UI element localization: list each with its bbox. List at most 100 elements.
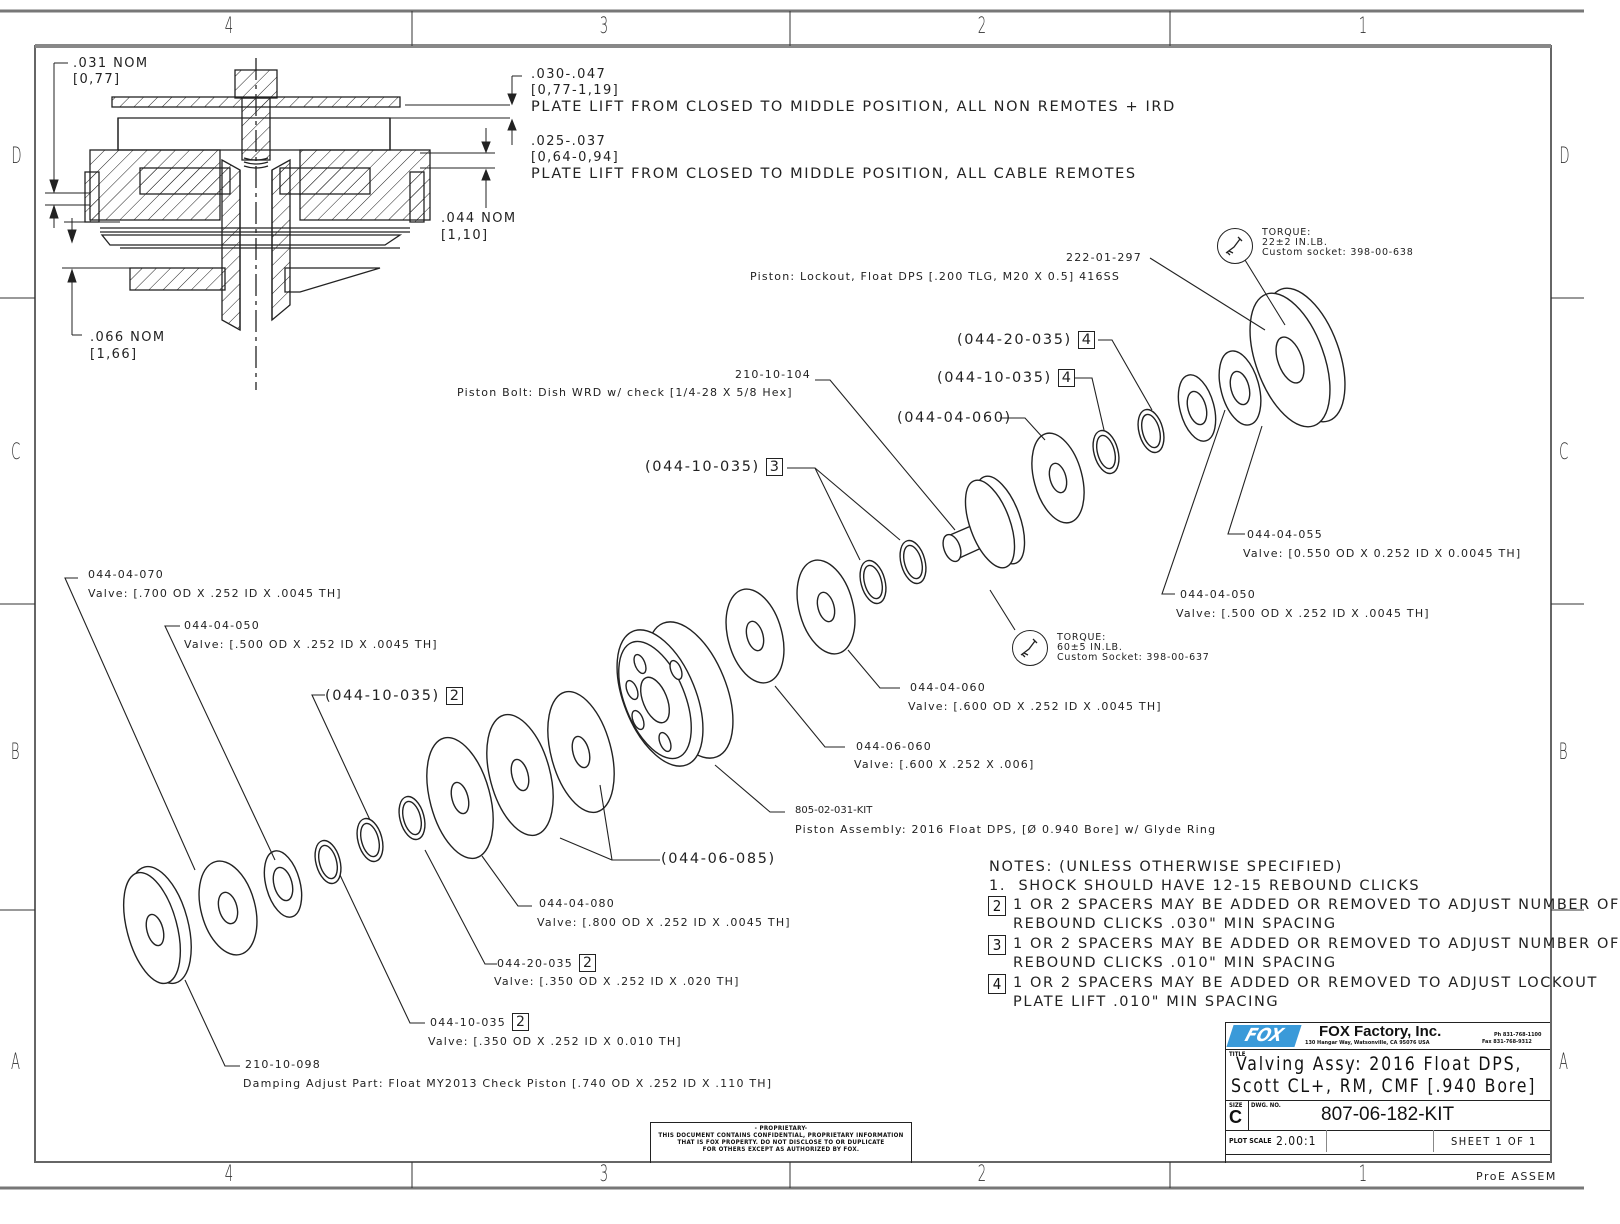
sheet-number: SHEET 1 OF 1 <box>1451 1135 1537 1148</box>
company-phone: Ph 831-768-1100 <box>1494 1032 1542 1038</box>
wrench-hand-icon <box>1225 236 1243 256</box>
torque-top-value: 22±2 IN.LB. <box>1262 237 1328 248</box>
torque-top-text: TORQUE: 22±2 IN.LB. Custom socket: 398-0… <box>1262 228 1414 258</box>
torque-top-label: TORQUE: <box>1262 227 1312 238</box>
callout-044-06-060-part: 044-06-060 <box>856 740 932 753</box>
part-number: (044-20-035) <box>957 332 1072 348</box>
callout-044-20-035-desc: Valve: [.350 OD X .252 ID X .020 TH] <box>494 975 740 988</box>
callout-044-06-085: (044-06-085) <box>661 851 776 867</box>
title-label: TITLE <box>1229 1051 1246 1058</box>
callout-044-20-035-part: 044-20-035 2 <box>497 954 596 972</box>
note-flag: 2 <box>445 687 464 705</box>
proprietary-line: - PROPRIETARY- <box>754 1125 808 1132</box>
plate-lift-nonremote-value: .030-.047 <box>531 67 607 82</box>
callout-044-10-035-note4: (044-10-035) 4 <box>937 369 1076 387</box>
zone-top-2: 2 <box>977 14 987 39</box>
callout-210-10-098-part: 210-10-098 <box>245 1058 321 1071</box>
callout-044-04-070-part: 044-04-070 <box>88 568 164 581</box>
part-number: (044-10-035) <box>325 688 440 704</box>
plate-lift-cable-metric: [0,64-0,94] <box>531 150 620 165</box>
zone-left-C: C <box>11 440 21 465</box>
cad-source: ProE ASSEM <box>1476 1170 1557 1183</box>
dim-044-value: .044 NOM <box>441 211 517 226</box>
torque-mid-value: 60±5 IN.LB. <box>1057 642 1123 653</box>
callout-044-04-055-part: 044-04-055 <box>1247 528 1323 541</box>
note-flag: 4 <box>1077 331 1096 349</box>
exploded-parts <box>123 287 1346 985</box>
torque-mid-label: TORQUE: <box>1057 632 1107 643</box>
dim-066-metric: [1,66] <box>90 347 138 362</box>
drawing-canvas <box>0 9 1584 1190</box>
callout-044-10-035-note3: (044-10-035)3 <box>645 458 784 476</box>
callout-210-10-098-desc: Damping Adjust Part: Float MY2013 Check … <box>243 1077 773 1090</box>
proprietary-line: FOR OTHERS EXCEPT AS AUTHORIZED BY FOX. <box>702 1146 860 1153</box>
callout-044-04-050-right-part: 044-04-050 <box>1180 588 1256 601</box>
callout-805-desc: Piston Assembly: 2016 Float DPS, [Ø 0.94… <box>795 823 1217 836</box>
zone-top-4: 4 <box>224 14 234 39</box>
inner-frame <box>34 45 1552 1163</box>
sheet-size: C <box>1229 1107 1242 1127</box>
callout-805-part: 805-02-031-KIT <box>795 805 873 816</box>
zone-top-1: 1 <box>1358 14 1368 39</box>
note-2-line2: REBOUND CLICKS .030" MIN SPACING <box>1013 916 1337 932</box>
callout-044-04-055-desc: Valve: [0.550 OD X 0.252 ID X 0.0045 TH] <box>1243 547 1522 560</box>
callout-044-04-050-left-desc: Valve: [.500 OD X .252 ID X .0045 TH] <box>184 638 438 651</box>
part-number: 044-20-035 <box>497 957 573 970</box>
callout-044-10-035-desc: Valve: [.350 OD X .252 ID X 0.010 TH] <box>428 1035 682 1048</box>
callout-044-04-060-part: 044-04-060 <box>910 681 986 694</box>
torque-mid-badge <box>1012 630 1048 666</box>
callout-044-06-060-desc: Valve: [.600 X .252 X .006] <box>854 758 1035 771</box>
callout-044-04-050-left-part: 044-04-050 <box>184 619 260 632</box>
note-flag: 2 <box>578 954 596 972</box>
proprietary-line: THAT IS FOX PROPERTY. DO NOT DISCLOSE TO… <box>677 1139 885 1146</box>
drawing-title-line1: Valving Assy: 2016 Float DPS, <box>1236 1053 1523 1075</box>
zone-bottom-4: 4 <box>224 1162 234 1187</box>
note-flag: 4 <box>1057 369 1076 387</box>
note-3-line2: REBOUND CLICKS .010" MIN SPACING <box>1013 955 1337 971</box>
company-name: FOX Factory, Inc. <box>1319 1023 1442 1040</box>
note-3-flag: 3 <box>988 935 1006 955</box>
callout-044-04-060-desc: Valve: [.600 OD X .252 ID X .0045 TH] <box>908 700 1162 713</box>
fox-logo: FOX <box>1226 1025 1302 1047</box>
dwg-no-label: DWG. NO. <box>1251 1102 1281 1109</box>
dim-031-metric: [0,77] <box>73 72 121 87</box>
callout-044-20-035-note4: (044-20-035) 4 <box>957 331 1096 349</box>
zone-right-D: D <box>1559 144 1570 169</box>
callout-044-10-035-note2: (044-10-035) 2 <box>325 687 464 705</box>
torque-mid-text: TORQUE: 60±5 IN.LB. Custom Socket: 398-0… <box>1057 633 1210 663</box>
callout-210-10-104-desc: Piston Bolt: Dish WRD w/ check [1/4-28 X… <box>457 386 793 399</box>
callout-210-10-104-part: 210-10-104 <box>735 368 811 381</box>
plot-scale-label: PLOT SCALE <box>1229 1137 1272 1145</box>
plate-lift-cable-value: .025-.037 <box>531 134 607 149</box>
dim-044-metric: [1,10] <box>441 228 489 243</box>
zone-top-3: 3 <box>599 14 609 39</box>
torque-mid-socket: Custom Socket: 398-00-637 <box>1057 652 1210 663</box>
callout-044-04-070-desc: Valve: [.700 OD X .252 ID X .0045 TH] <box>88 587 342 600</box>
zone-bottom-2: 2 <box>977 1162 987 1187</box>
plot-scale: 2.00:1 <box>1276 1134 1317 1148</box>
zone-bottom-1: 1 <box>1358 1162 1368 1187</box>
note-2-flag: 2 <box>988 896 1006 916</box>
note-2-line1: 1 OR 2 SPACERS MAY BE ADDED OR REMOVED T… <box>1013 897 1620 913</box>
note-4-flag: 4 <box>988 974 1006 994</box>
callout-044-04-050-right-desc: Valve: [.500 OD X .252 ID X .0045 TH] <box>1176 607 1430 620</box>
proprietary-line: THIS DOCUMENT CONTAINS CONFIDENTIAL, PRO… <box>658 1132 904 1139</box>
proprietary-notice: - PROPRIETARY- THIS DOCUMENT CONTAINS CO… <box>650 1122 912 1163</box>
section-view <box>84 58 431 390</box>
note-1-text: SHOCK SHOULD HAVE 12-15 REBOUND CLICKS <box>1018 878 1421 894</box>
wrench-hand-icon <box>1020 638 1038 658</box>
zone-bottom-3: 3 <box>599 1162 609 1187</box>
note-1: 1. SHOCK SHOULD HAVE 12-15 REBOUND CLICK… <box>989 878 1420 894</box>
note-flag: 3 <box>765 458 784 476</box>
note-4-line2: PLATE LIFT .010" MIN SPACING <box>1013 994 1280 1010</box>
dim-031-value: .031 NOM <box>73 56 149 71</box>
part-number: (044-10-035) <box>937 370 1052 386</box>
notes-header: NOTES: (UNLESS OTHERWISE SPECIFIED) <box>989 859 1343 875</box>
note-4-line1: 1 OR 2 SPACERS MAY BE ADDED OR REMOVED T… <box>1013 975 1598 991</box>
plate-lift-nonremote-desc: PLATE LIFT FROM CLOSED TO MIDDLE POSITIO… <box>531 99 1176 115</box>
zone-left-A: A <box>11 1050 21 1075</box>
zone-right-B: B <box>1558 740 1568 765</box>
note-flag: 2 <box>511 1013 529 1031</box>
zone-right-A: A <box>1559 1050 1569 1075</box>
callout-222-01-297-desc: Piston: Lockout, Float DPS [.200 TLG, M2… <box>750 270 1121 283</box>
